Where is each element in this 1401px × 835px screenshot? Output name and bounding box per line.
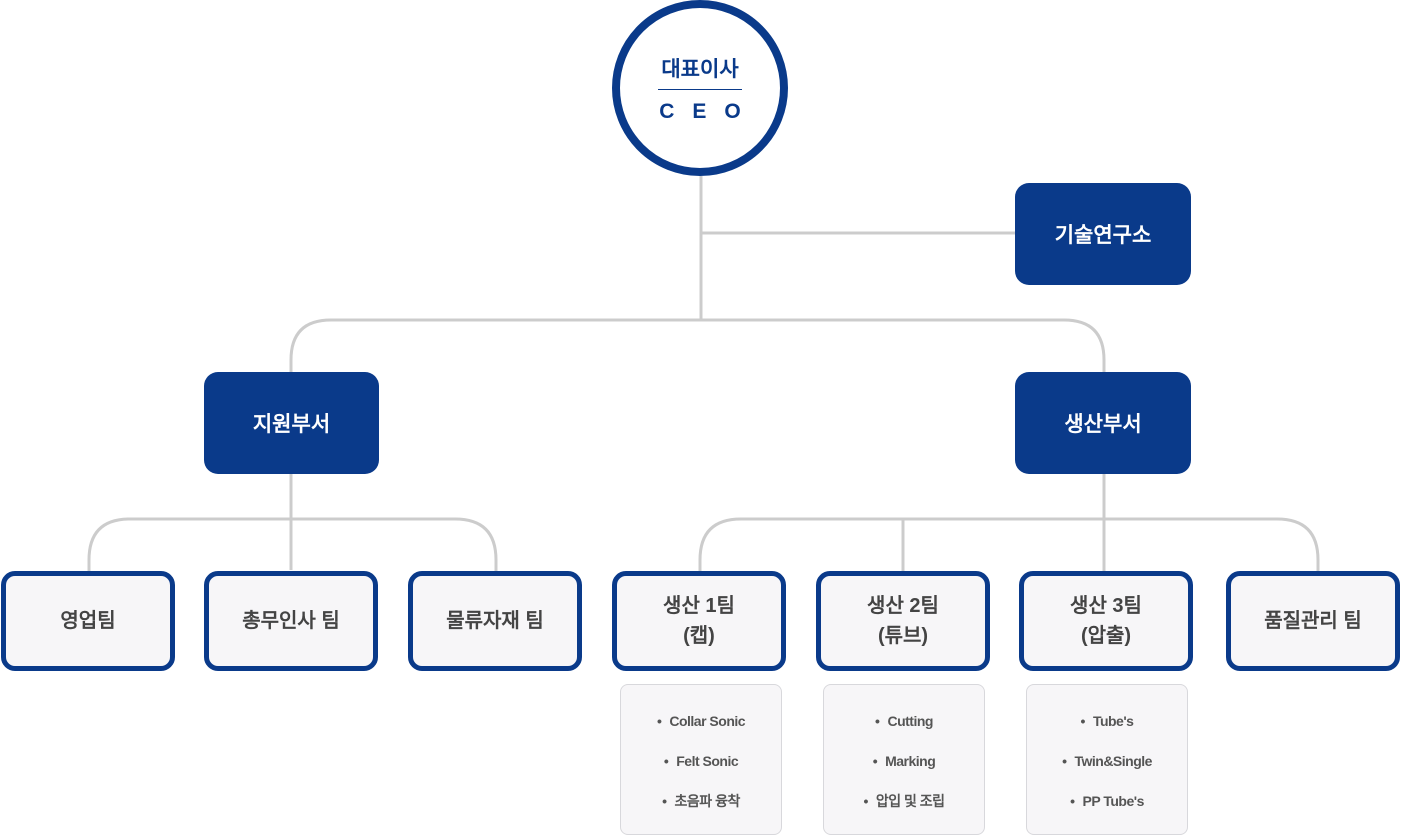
team-label-line1: 생산 1팀	[663, 595, 735, 617]
dept-branch	[289, 318, 1106, 372]
team-label: 영업팀	[60, 610, 116, 632]
team-admin-hr: 총무인사 팀	[204, 571, 378, 671]
production-dept-label: 생산부서	[1064, 413, 1142, 436]
team-label: 물류자재 팀	[446, 610, 544, 632]
task-list-production-3: Tube's Twin&Single PP Tube's	[1026, 684, 1188, 835]
support-branch	[87, 517, 498, 571]
team-quality: 품질관리 팀	[1226, 571, 1400, 671]
team-label-line1: 생산 3팀	[1070, 595, 1142, 617]
rnd-label: 기술연구소	[1054, 224, 1152, 247]
ceo-title-ko: 대표이사	[658, 53, 742, 90]
team-label: 총무인사 팀	[242, 610, 340, 632]
team-sales: 영업팀	[1, 571, 175, 671]
team-logistics: 물류자재 팀	[408, 571, 582, 671]
support-dept-node: 지원부서	[204, 372, 379, 474]
team-production-3: 생산 3팀 (압출)	[1019, 571, 1193, 671]
task-item: Cutting	[824, 707, 984, 747]
task-item: 초음파 융착	[621, 787, 781, 827]
production-branch	[698, 517, 1320, 571]
team-label-line2: (캡)	[683, 625, 715, 647]
rnd-node: 기술연구소	[1015, 183, 1191, 285]
team-label-line2: (튜브)	[877, 625, 929, 647]
task-item: Marking	[824, 747, 984, 787]
task-item: Twin&Single	[1027, 747, 1187, 787]
team-label-line1: 생산 2팀	[867, 595, 939, 617]
team-production-1: 생산 1팀 (캡)	[612, 571, 786, 671]
team-label-line2: (압출)	[1080, 625, 1132, 647]
task-item: 압입 및 조립	[824, 787, 984, 827]
task-list-production-2: Cutting Marking 압입 및 조립	[823, 684, 985, 835]
ceo-title-en: CEO	[659, 99, 759, 123]
ceo-node: 대표이사 CEO	[612, 0, 788, 176]
task-item: Collar Sonic	[621, 707, 781, 747]
task-list-production-1: Collar Sonic Felt Sonic 초음파 융착	[620, 684, 782, 835]
task-item: PP Tube's	[1027, 787, 1187, 827]
team-production-2: 생산 2팀 (튜브)	[816, 571, 990, 671]
task-item: Tube's	[1027, 707, 1187, 747]
task-item: Felt Sonic	[621, 747, 781, 787]
team-label: 품질관리 팀	[1264, 610, 1362, 632]
support-dept-label: 지원부서	[252, 413, 331, 436]
production-dept-node: 생산부서	[1015, 372, 1191, 474]
